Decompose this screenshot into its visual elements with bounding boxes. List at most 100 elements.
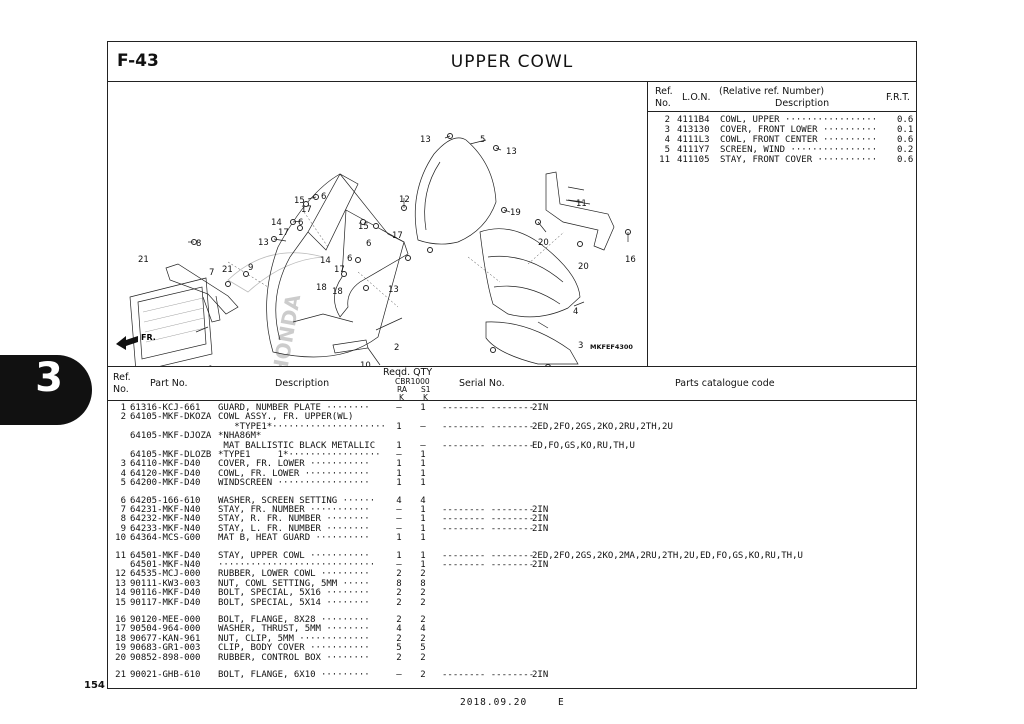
- row-ref: 14: [115, 588, 126, 599]
- row-part-number: 64105-MKF-DLOZB: [130, 450, 212, 460]
- part-windscreen: [414, 137, 497, 245]
- row-qty-s1: 1: [420, 514, 426, 525]
- row-serial: -------- --------: [442, 523, 535, 534]
- row-serial: -------- --------: [442, 550, 535, 561]
- callout: 11: [576, 199, 587, 209]
- row-part-number: 64110-MKF-D40: [130, 459, 201, 470]
- row-qty-ra: 2: [396, 569, 402, 580]
- callout: 20: [578, 262, 589, 272]
- row-ref: 3: [120, 459, 126, 470]
- row-description: MAT BALLISTIC BLACK METALLIC: [218, 440, 376, 451]
- ref-row: 4 4111L3 COWL, FRONT CENTER ·········· 0…: [664, 135, 914, 145]
- ref-row: 2 4111B4 COWL, UPPER ················· 0…: [664, 115, 914, 125]
- row-qty-ra: 1: [396, 550, 402, 561]
- row-ref: 15: [115, 597, 126, 608]
- row-description: CLIP, BODY COVER ···········: [218, 643, 370, 654]
- row-description: BOLT, SPECIAL, 5X14 ········: [218, 597, 370, 608]
- ref-header-lon: L.O.N.: [682, 92, 711, 103]
- list-header-k1: K: [399, 393, 404, 402]
- row-qty-s1: 1: [420, 523, 426, 534]
- row-description: BOLT, FLANGE, 6X10 ·········: [218, 670, 370, 680]
- section-tab: [0, 355, 92, 425]
- exploded-diagram: HONDA: [108, 82, 648, 366]
- row-description: NUT, COWL SETTING, 5MM ·····: [218, 578, 370, 589]
- row-serial: -------- --------: [442, 514, 535, 525]
- row-part-number: 90677-KAN-961: [130, 633, 201, 644]
- reference-table: Ref. No. L.O.N. (Relative ref. Number) D…: [648, 82, 916, 366]
- row-qty-ra: –: [396, 514, 402, 525]
- row-ref: 4: [120, 468, 126, 479]
- callout: 21: [222, 265, 233, 275]
- row-qty-ra: 1: [396, 421, 402, 432]
- part-cowl-front-center: [334, 209, 409, 318]
- row-ref: 21: [115, 670, 126, 680]
- row-description: RUBBER, LOWER COWL ·········: [218, 569, 370, 580]
- row-part-number: 90117-MKF-D40: [130, 597, 201, 608]
- ref-header-desc: Description: [775, 98, 830, 109]
- part-stay-front-number: [165, 263, 239, 315]
- callout: 20: [538, 238, 549, 248]
- row-qty-s1: 2: [420, 652, 426, 663]
- row-qty-ra: 2: [396, 597, 402, 608]
- row-part-number: 64105-MKF-DJOZA: [130, 431, 212, 442]
- callout: 18: [316, 283, 327, 293]
- row-part-number: 64501-MKF-D40: [130, 550, 201, 561]
- row-qty-ra: 1: [396, 459, 402, 470]
- list-header-description: Description: [275, 378, 330, 389]
- row-catalogue-code: 2IN: [532, 670, 549, 680]
- ref-row: 3 413130 COVER, FRONT LOWER ·········· 0…: [664, 125, 914, 135]
- ref-header-no: No.: [655, 98, 671, 109]
- row-qty-s1: 1: [420, 505, 426, 515]
- ref-row: 5 4111Y7 SCREEN, WIND ················ 0…: [664, 145, 914, 155]
- callout: 13: [420, 135, 431, 145]
- callout: 6: [366, 239, 371, 249]
- callout: 17: [301, 205, 312, 215]
- callout: 19: [510, 208, 521, 218]
- row-qty-s1: 2: [420, 588, 426, 599]
- callout: 17: [392, 231, 403, 241]
- row-qty-s1: 1: [420, 459, 426, 470]
- row-qty-s1: 1: [420, 560, 426, 570]
- row-ref: 5: [120, 478, 126, 489]
- callout: 4: [573, 307, 578, 317]
- row-part-number: 64535-MCJ-000: [130, 569, 201, 580]
- row-qty-s1: 2: [420, 597, 426, 608]
- row-ref: 12: [115, 569, 126, 580]
- row-serial: -------- --------: [442, 505, 535, 515]
- page-title: UPPER COWL: [450, 52, 574, 72]
- callout: 12: [399, 195, 410, 205]
- row-description: ·····························: [218, 560, 376, 570]
- row-qty-ra: –: [396, 505, 402, 515]
- row-description: MAT B, HEAT GUARD ··········: [218, 533, 370, 544]
- row-ref: 6: [120, 495, 126, 506]
- row-part-number: 64120-MKF-D40: [130, 468, 201, 479]
- row-qty-s1: 8: [420, 578, 426, 589]
- row-catalogue-code: 2IN: [532, 560, 549, 570]
- callout: 2: [394, 343, 399, 353]
- row-part-number: 90021-GHB-610: [130, 670, 201, 680]
- list-header-ra: RA: [397, 385, 408, 394]
- callout: 14: [271, 218, 282, 228]
- row-qty-ra: –: [396, 403, 402, 413]
- row-qty-ra: 1: [396, 533, 402, 544]
- row-part-number: 64232-MKF-N40: [130, 514, 201, 525]
- row-qty-s1: 1: [420, 450, 426, 460]
- row-qty-ra: 4: [396, 624, 402, 635]
- row-part-number: 64205-166-610: [130, 495, 201, 506]
- row-ref: 2: [120, 412, 126, 423]
- page-number: 154: [84, 680, 105, 691]
- row-ref: 7: [120, 505, 126, 515]
- callout: 14: [320, 256, 331, 266]
- row-part-number: 90111-KW3-003: [130, 578, 201, 589]
- row-qty-ra: –: [396, 523, 402, 534]
- list-header-serial: Serial No.: [459, 378, 505, 389]
- callout: 21: [138, 255, 149, 265]
- part-stay-upper-cowl: [545, 171, 615, 251]
- row-description: STAY, L. FR. NUMBER ········: [218, 523, 370, 534]
- callout: 13: [388, 285, 399, 295]
- row-qty-s1: 1: [420, 533, 426, 544]
- row-qty-ra: 5: [396, 643, 402, 654]
- row-description: WASHER, THRUST, 5MM ········: [218, 624, 370, 635]
- row-part-number: 90116-MKF-D40: [130, 588, 201, 599]
- callout: 18: [332, 287, 343, 297]
